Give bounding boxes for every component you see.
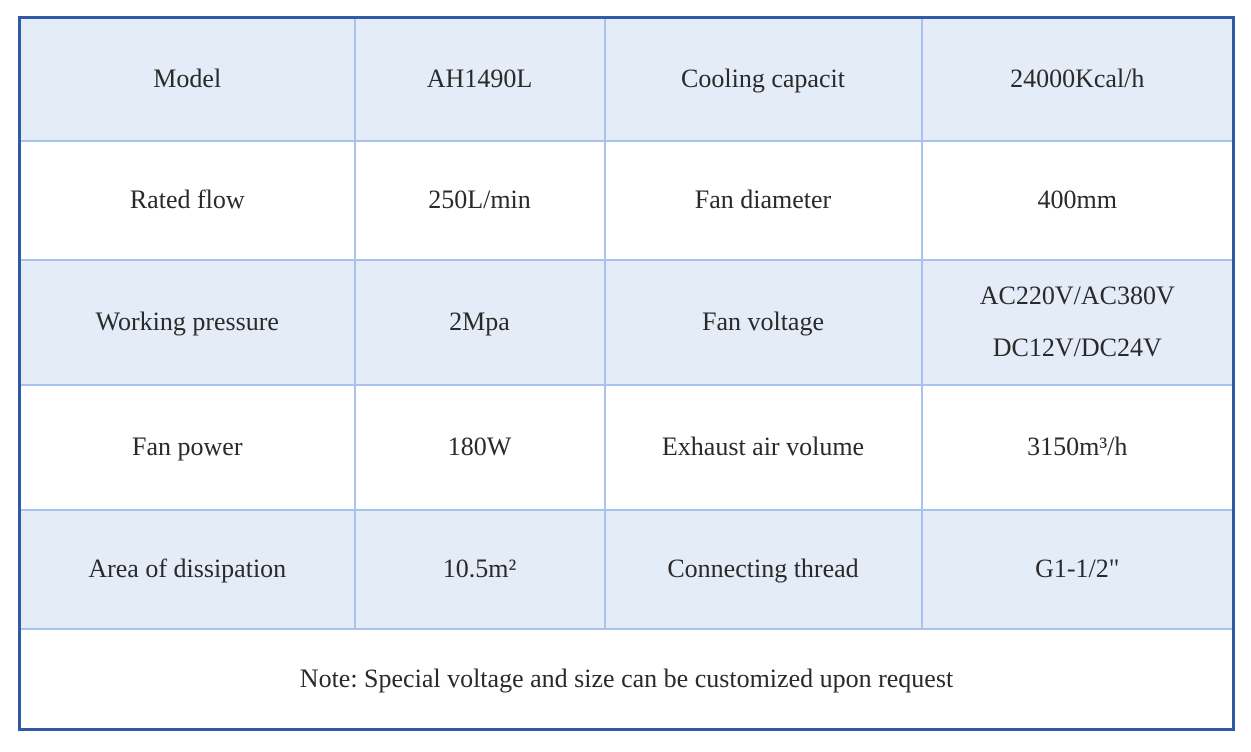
- spec-value: 400mm: [920, 139, 1234, 261]
- spec-value: AC220V/AC380V DC12V/DC24V: [920, 258, 1234, 386]
- spec-label: Fan power: [19, 383, 356, 511]
- table-row: Working pressure 2Mpa Fan voltage AC220V…: [19, 258, 1234, 386]
- spec-value: 24000Kcal/h: [920, 17, 1234, 142]
- spec-label: Fan diameter: [603, 139, 923, 261]
- fan-voltage-ac: AC220V/AC380V: [979, 281, 1175, 310]
- fan-voltage-dc: DC12V/DC24V: [992, 333, 1162, 362]
- spec-label: Area of dissipation: [19, 508, 356, 630]
- note-row: Note: Special voltage and size can be cu…: [19, 627, 1234, 730]
- spec-label: Model: [19, 17, 356, 142]
- spec-label: Fan voltage: [603, 258, 923, 386]
- spec-label: Cooling capacit: [603, 17, 923, 142]
- spec-value: 3150m³/h: [920, 383, 1234, 511]
- spec-label: Connecting thread: [603, 508, 923, 630]
- customization-note: Note: Special voltage and size can be cu…: [19, 627, 1234, 730]
- table-row: Model AH1490L Cooling capacit 24000Kcal/…: [19, 17, 1234, 142]
- spec-value: 2Mpa: [353, 258, 606, 386]
- spec-value: 180W: [353, 383, 606, 511]
- spec-value: 250L/min: [353, 139, 606, 261]
- spec-value: 10.5m²: [353, 508, 606, 630]
- spec-value: AH1490L: [353, 17, 606, 142]
- spec-label: Working pressure: [19, 258, 356, 386]
- spec-label: Rated flow: [19, 139, 356, 261]
- table-row: Rated flow 250L/min Fan diameter 400mm: [19, 139, 1234, 261]
- table-row: Area of dissipation 10.5m² Connecting th…: [19, 508, 1234, 630]
- spec-table: Model AH1490L Cooling capacit 24000Kcal/…: [18, 16, 1235, 731]
- spec-value: G1-1/2": [920, 508, 1234, 630]
- spec-label: Exhaust air volume: [603, 383, 923, 511]
- table-row: Fan power 180W Exhaust air volume 3150m³…: [19, 383, 1234, 511]
